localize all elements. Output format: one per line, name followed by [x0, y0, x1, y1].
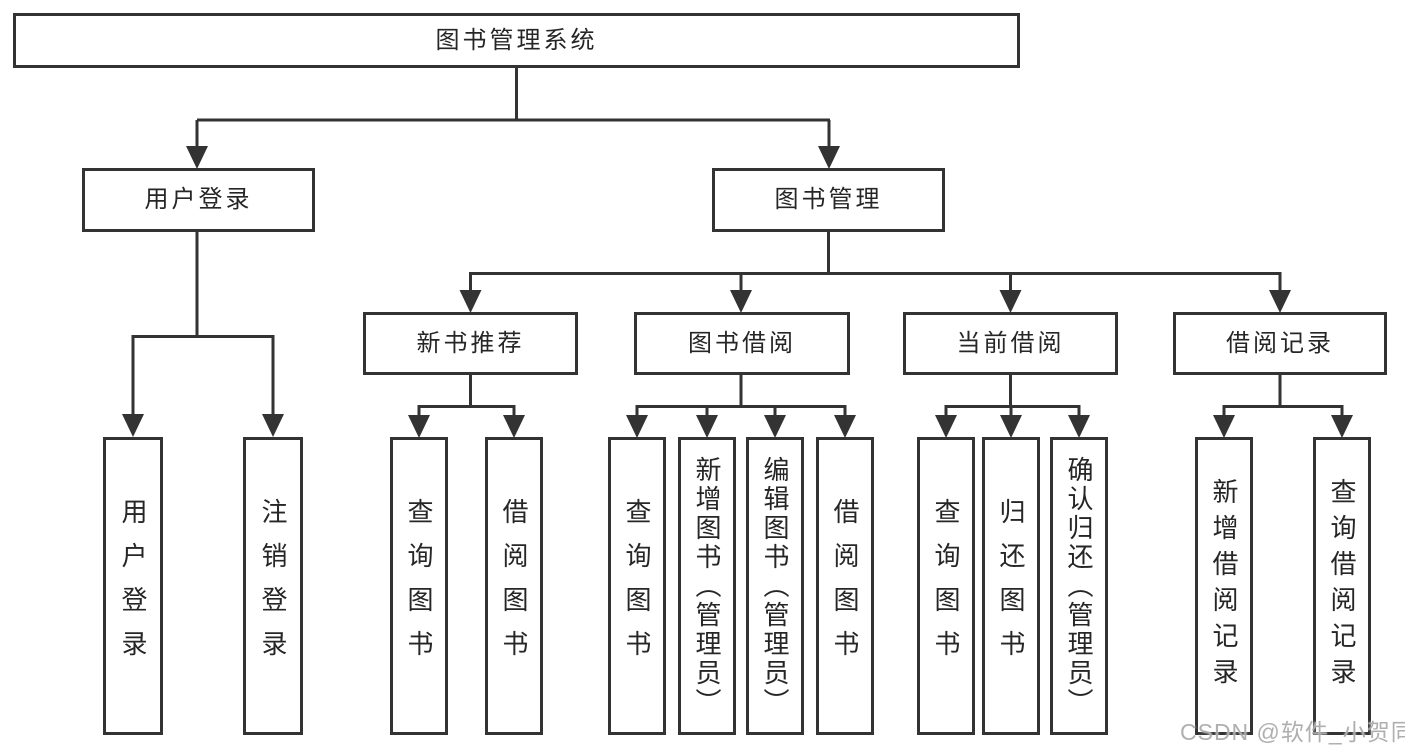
csdn-watermark: CSDN @软件_小贺同学	[1180, 719, 1405, 745]
leaf-return-books: 归还图书	[982, 437, 1040, 735]
leaf-add-borrow-record: 新增借阅记录	[1195, 437, 1253, 735]
node-borrow-records: 借阅记录	[1173, 312, 1387, 375]
node-book-borrow: 图书借阅	[634, 312, 850, 375]
leaf-query-books-borrow: 查询图书	[608, 437, 666, 735]
node-current-borrow: 当前借阅	[903, 312, 1118, 375]
leaf-add-books-admin: 新增图书（管理员）	[678, 437, 736, 735]
node-book-management-branch: 图书管理	[712, 168, 945, 232]
leaf-borrow-books-recommend: 借阅图书	[485, 437, 543, 735]
node-new-book-recommend: 新书推荐	[363, 312, 578, 375]
leaf-borrow-books: 借阅图书	[816, 437, 874, 735]
leaf-edit-books-admin: 编辑图书（管理员）	[746, 437, 804, 735]
leaf-logout: 注销登录	[243, 437, 303, 735]
leaf-query-borrow-record: 查询借阅记录	[1313, 437, 1371, 735]
leaf-user-login: 用户登录	[103, 437, 163, 735]
node-root-library-system: 图书管理系统	[13, 13, 1020, 68]
leaf-query-books-current: 查询图书	[917, 437, 975, 735]
leaf-confirm-return-admin: 确认归还（管理员）	[1050, 437, 1108, 735]
node-user-login-branch: 用户登录	[82, 168, 315, 232]
leaf-query-books-recommend: 查询图书	[390, 437, 448, 735]
